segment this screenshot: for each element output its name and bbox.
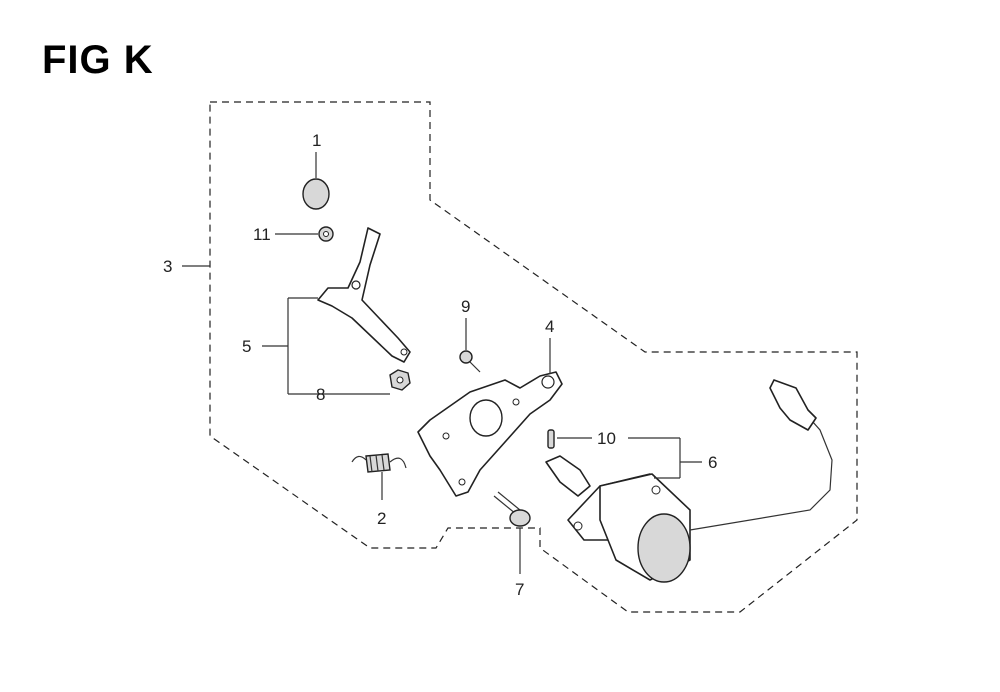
part-1-cap: [302, 178, 330, 210]
part-9-bolt: [459, 350, 481, 373]
assembly-boundary: [209, 101, 858, 613]
callout-3: 3: [163, 257, 172, 276]
leader-lines: [182, 152, 702, 574]
callout-6: 6: [708, 453, 717, 472]
part-5-lever: [317, 227, 411, 363]
callout-1: 1: [312, 131, 321, 150]
callout-10: 10: [597, 429, 616, 448]
part-10-pin: [547, 429, 555, 449]
part-6-solenoid: [545, 379, 833, 583]
callout-8: 8: [316, 385, 325, 404]
callout-5: 5: [242, 337, 251, 356]
callout-4: 4: [545, 317, 554, 336]
callout-9: 9: [461, 297, 470, 316]
part-2-spring: [351, 453, 407, 473]
figure-title: FIG K: [42, 38, 154, 82]
part-4-bracket: [417, 371, 563, 497]
part-8-nut: [389, 369, 411, 391]
part-7-bolt: [493, 491, 531, 527]
callout-11: 11: [253, 225, 271, 244]
callout-7: 7: [515, 580, 524, 599]
part-11-nut: [318, 226, 334, 242]
callout-2: 2: [377, 509, 386, 528]
